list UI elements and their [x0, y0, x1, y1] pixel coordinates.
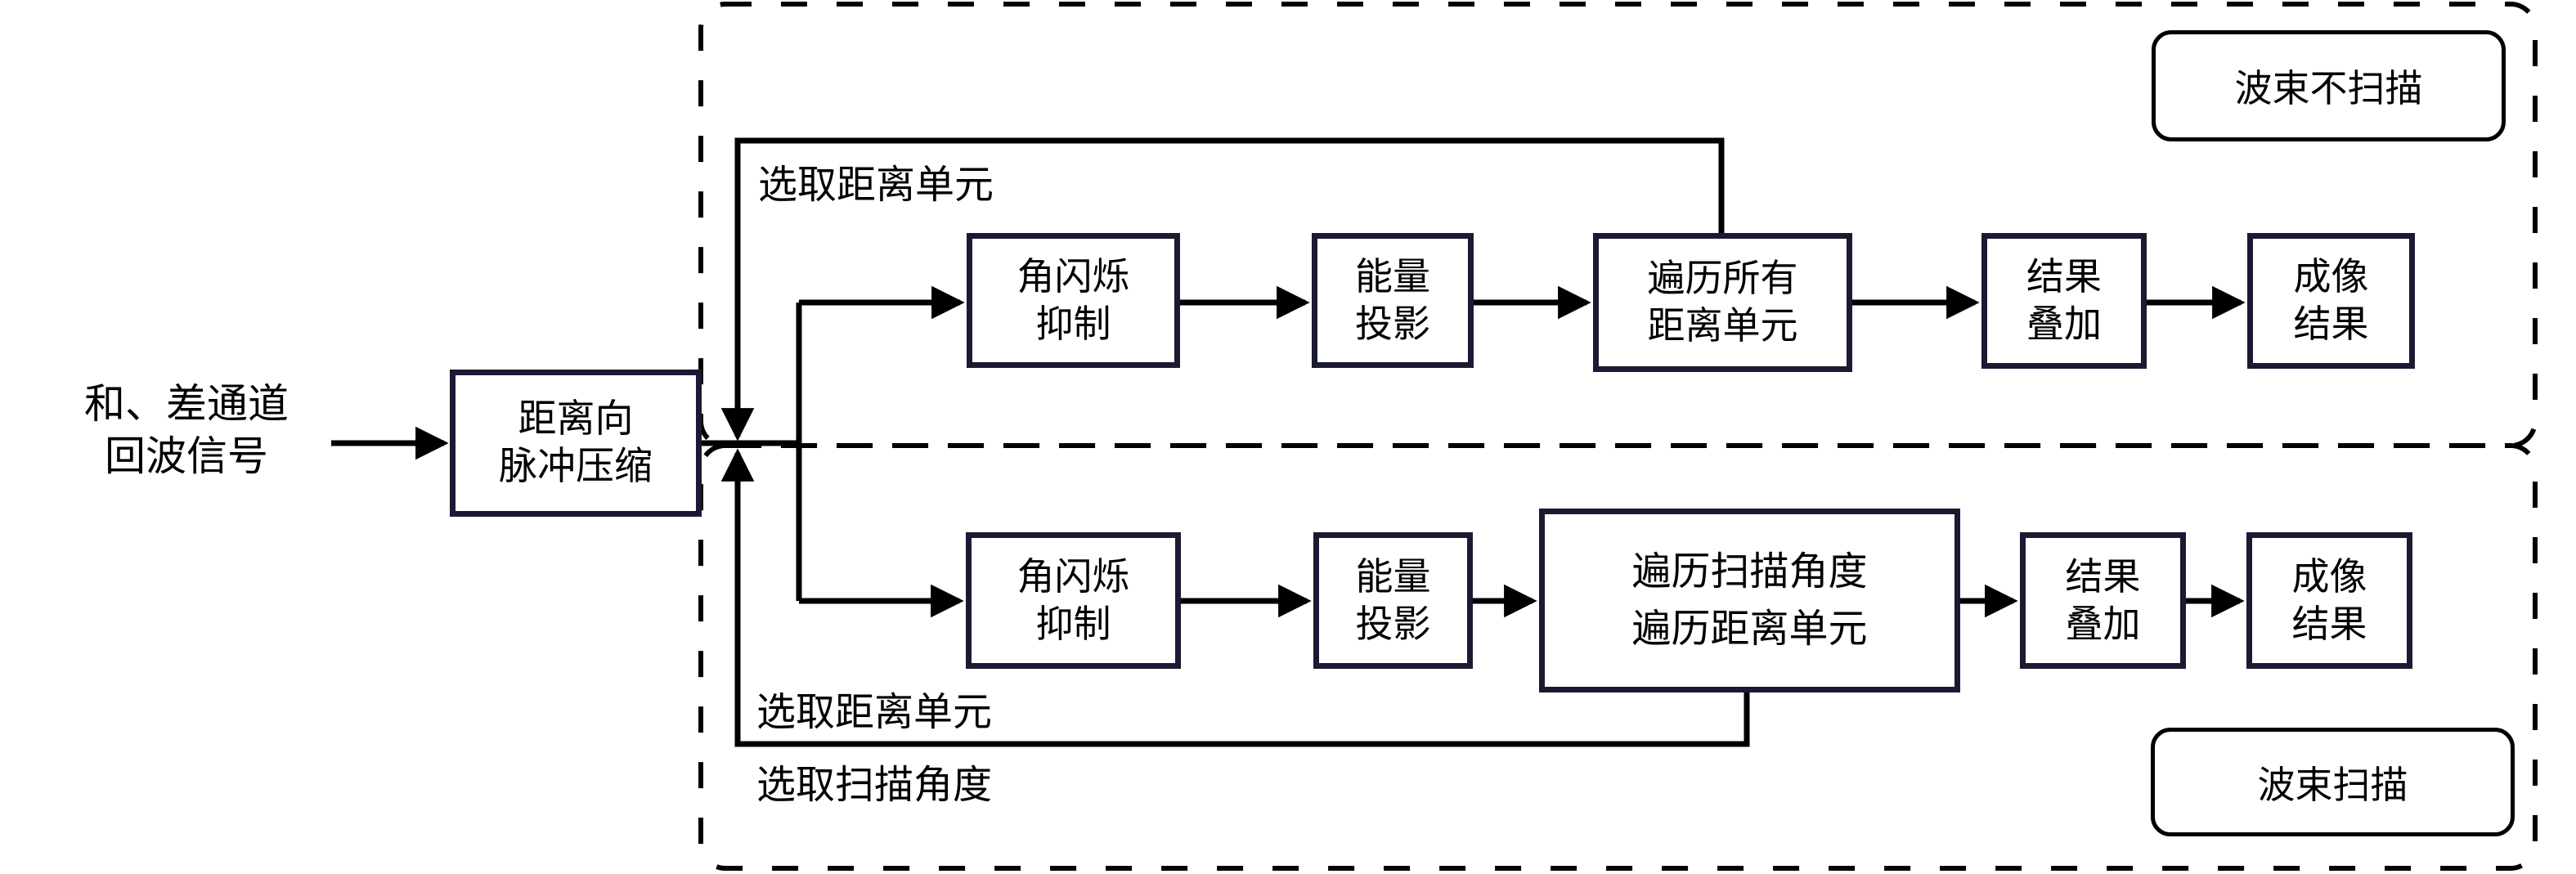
beam-scan-region-outline — [698, 443, 2538, 871]
node-bottom-traverse-scan-angles-range-cells: 遍历扫描角度 遍历距离单元 — [1539, 509, 1960, 692]
label-bottom-select-scan-angle: 选取扫描角度 — [756, 764, 993, 807]
input-signal-label: 和、差通道 回波信号 — [84, 381, 289, 479]
node-top-energy-projection: 能量 投影 — [1312, 233, 1474, 368]
feedback-loop-bottom-branch — [720, 448, 1750, 747]
tag-beam-scan: 波束扫描 — [2151, 728, 2515, 836]
node-top-traverse-all-range-cells: 遍历所有 距离单元 — [1593, 233, 1852, 372]
node-top-angle-glint-suppression: 角闪烁 抑制 — [967, 233, 1180, 368]
label-top-select-range-cell: 选取距离单元 — [758, 164, 994, 207]
node-top-result-superposition: 结果 叠加 — [1981, 233, 2147, 369]
label-bottom-select-range-cell: 选取距离单元 — [756, 691, 993, 734]
beam-no-scan-region-outline — [698, 2, 2538, 448]
node-pulse-compression: 距离向 脉冲压缩 — [450, 370, 702, 517]
node-bottom-imaging-result: 成像 结果 — [2246, 532, 2412, 669]
feedback-loop-top-branch — [720, 137, 1725, 441]
node-bottom-energy-projection: 能量 投影 — [1313, 532, 1473, 669]
node-bottom-result-superposition: 结果 叠加 — [2020, 532, 2186, 669]
node-bottom-angle-glint-suppression: 角闪烁 抑制 — [966, 532, 1181, 669]
node-top-imaging-result: 成像 结果 — [2247, 233, 2415, 369]
tag-beam-no-scan: 波束不扫描 — [2152, 30, 2506, 141]
